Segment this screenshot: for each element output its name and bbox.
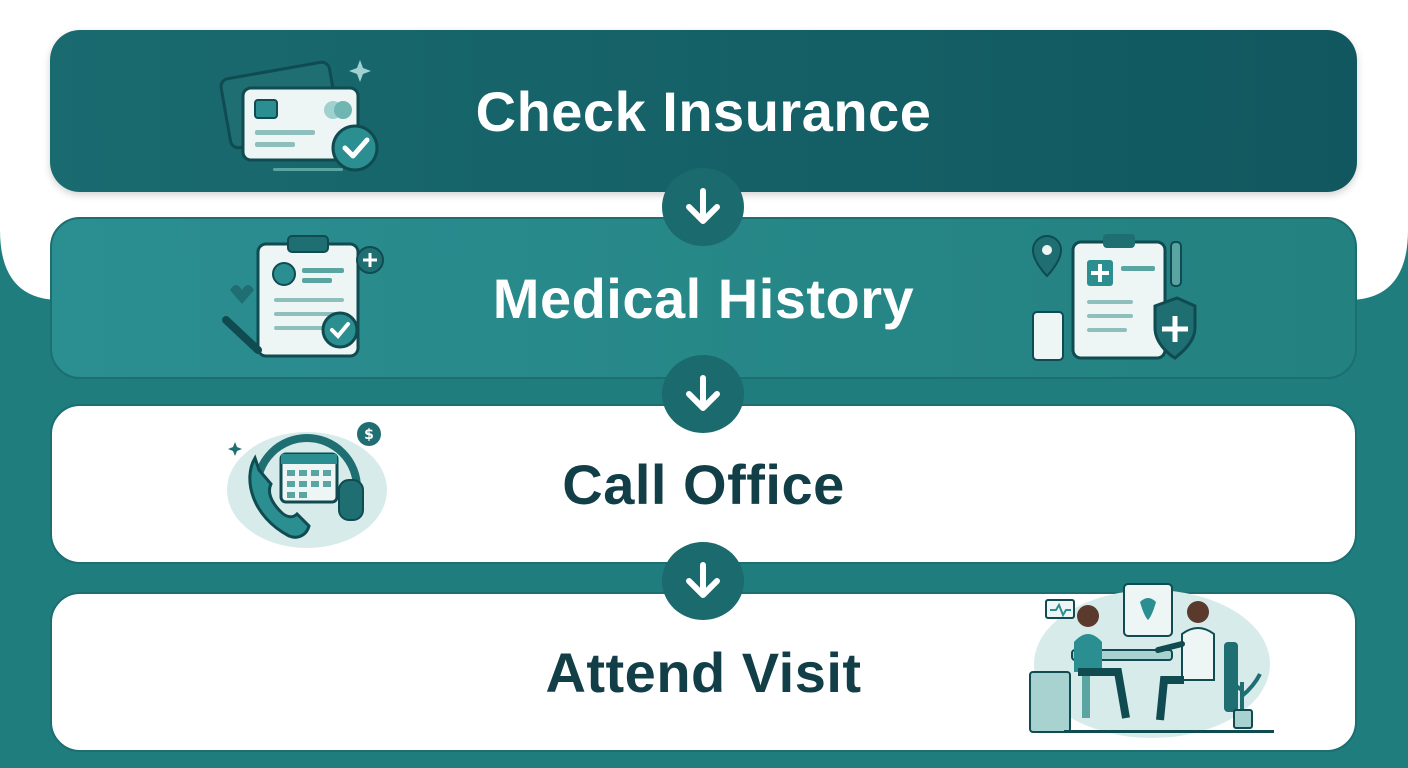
step-label: Call Office xyxy=(562,452,845,516)
clipboard-form-icon xyxy=(222,235,384,358)
doctor-patient-consultation-icon xyxy=(1029,583,1274,738)
arrow-down-icon xyxy=(686,188,720,224)
step-label: Check Insurance xyxy=(475,79,932,143)
connector-arrow-3 xyxy=(662,542,744,620)
connector-arrow-2 xyxy=(662,355,744,433)
step-label: Medical History xyxy=(492,266,915,330)
arrow-down-icon xyxy=(686,375,720,411)
phone-headset-calendar-icon: $ xyxy=(227,422,387,548)
medical-records-shield-icon xyxy=(1031,234,1197,361)
insurance-card-check-icon xyxy=(219,60,379,172)
step-label: Attend Visit xyxy=(545,640,862,704)
svg-text:$: $ xyxy=(364,427,374,443)
connector-arrow-1 xyxy=(662,168,744,246)
arrow-down-icon xyxy=(686,562,720,598)
